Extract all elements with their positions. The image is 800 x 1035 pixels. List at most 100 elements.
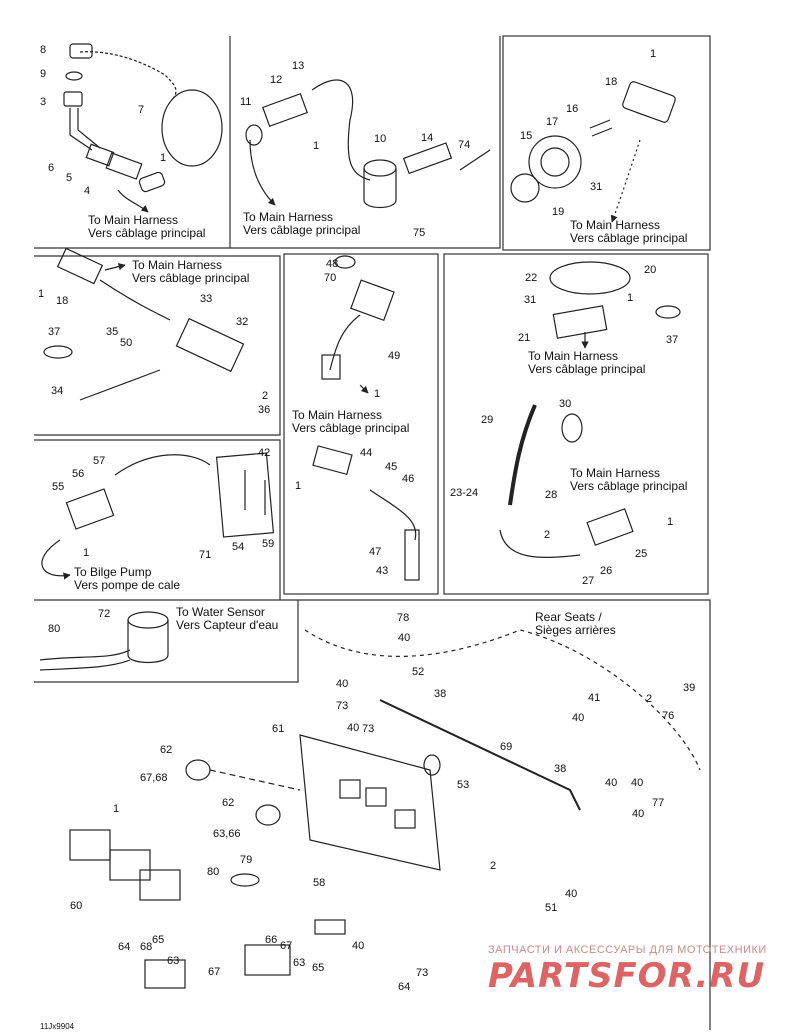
callout-number: 1: [83, 547, 90, 559]
caption-en: To Main Harness: [292, 408, 383, 422]
callout-number: 4: [84, 185, 91, 197]
callout-number: 67: [280, 940, 293, 952]
caption-rear-seats: Rear Seats / Sièges arrières: [535, 611, 616, 637]
callout-number: 18: [605, 76, 618, 88]
wire-23: [499, 529, 581, 559]
callout-number: 2: [490, 860, 497, 872]
caption-main-harness-5: To Main Harness Vers câblage principal: [292, 409, 409, 435]
callout-number: 74: [458, 139, 471, 151]
cap-62b: [255, 804, 281, 826]
caption-main-harness-7: To Main Harness Vers câblage principal: [570, 467, 687, 493]
arrow-c5: [359, 384, 369, 394]
arrow-c2: [249, 139, 276, 206]
bracket-54: [215, 452, 275, 538]
arrow-c1: [117, 189, 149, 213]
bracket-14: [402, 142, 453, 175]
callout-number: 41: [588, 692, 601, 704]
callout-number: 15: [520, 130, 533, 142]
callout-number: 40: [605, 777, 618, 789]
callout-number: 10: [374, 133, 387, 145]
callout-number: 63: [167, 955, 180, 967]
panel-lower-left-border: [34, 439, 281, 600]
callout-number: 63,66: [213, 828, 241, 840]
relay-pack-60c: [139, 869, 181, 901]
callout-number: 40: [565, 888, 578, 900]
caption-en: To Water Sensor: [176, 605, 265, 619]
callout-number: 14: [421, 132, 434, 144]
caption-fr: Vers Capteur d'eau: [176, 618, 279, 632]
panel-top-right-border: [502, 35, 711, 251]
coil-cord: [79, 51, 177, 101]
drawing-relay: [245, 79, 491, 209]
fuse-block-b: [365, 787, 387, 807]
wires-3-6: [69, 108, 101, 151]
callout-number: 62: [222, 797, 235, 809]
callout-number: 60: [70, 900, 83, 912]
callout-number: 18: [56, 295, 69, 307]
callout-number: 65: [152, 934, 165, 946]
caption-en: Rear Seats /: [535, 610, 602, 624]
connector-top: [69, 43, 93, 59]
connector-25: [586, 508, 634, 546]
arrow-c3: [610, 139, 641, 223]
relay-64a: [144, 959, 186, 989]
caption-fr: Vers câblage principal: [570, 231, 688, 245]
callout-number: 40: [336, 678, 349, 690]
connector-5: [85, 143, 115, 167]
callout-number: 12: [270, 74, 283, 86]
callout-number: 48: [326, 258, 339, 270]
arrow-c4: [104, 263, 126, 271]
connector-12: [262, 92, 308, 128]
terminals-16: [589, 119, 613, 137]
drawing-module: [69, 629, 701, 989]
callout-number: 80: [48, 623, 61, 635]
cap-62a: [185, 759, 211, 781]
callout-number: 40: [352, 940, 365, 952]
callout-number: 1: [627, 292, 634, 304]
callout-number: 2: [544, 529, 551, 541]
callout-number: 35: [106, 326, 119, 338]
callout-number: 6: [48, 162, 55, 174]
panel-mid-right-border: [443, 253, 709, 595]
caption-en: To Main Harness: [132, 258, 223, 272]
watermark-tagline: ЗАПЧАСТИ И АКСЕССУАРЫ ДЛЯ МОТОТЕХНИКИ: [488, 944, 767, 956]
callout-number: 77: [652, 797, 665, 809]
fuse-block-a: [339, 779, 361, 799]
tube-47: [369, 489, 417, 541]
callout-number: 67: [208, 966, 221, 978]
lanyard-loop: [161, 89, 223, 167]
panel-water-border: [34, 599, 299, 683]
callout-number: 73: [416, 967, 429, 979]
caption-en: To Main Harness: [528, 349, 619, 363]
callout-number: 36: [258, 404, 271, 416]
callout-number: 39: [683, 682, 696, 694]
drawing-sensor: [312, 255, 420, 581]
callout-number: 1: [295, 480, 302, 492]
callout-number: 30: [559, 398, 572, 410]
callout-number: 5: [66, 172, 73, 184]
connector-55: [65, 488, 115, 530]
callout-number: 21: [518, 332, 531, 344]
module-61: [299, 734, 441, 871]
callout-number: 40: [398, 632, 411, 644]
drawing-switch: [510, 81, 676, 223]
callout-number: 28: [545, 489, 558, 501]
caption-main-harness-4: To Main Harness Vers câblage principal: [132, 259, 249, 285]
sensor-base: [350, 279, 395, 322]
caption-fr: Vers câblage principal: [132, 271, 250, 285]
sensor-44: [312, 445, 353, 476]
callout-number: 34: [51, 385, 64, 397]
caption-water-sensor: To Water Sensor Vers Capteur d'eau: [176, 606, 278, 632]
callout-number: 53: [457, 779, 470, 791]
ring-19: [510, 173, 540, 203]
spacer-53: [423, 754, 441, 776]
callout-number: 45: [385, 461, 398, 473]
callout-number: 1: [38, 288, 45, 300]
wire-49: [329, 314, 361, 371]
callout-number: 1: [374, 388, 381, 400]
callout-number: 1: [667, 516, 674, 528]
callout-number: 20: [644, 264, 657, 276]
callout-number: 67,68: [140, 772, 168, 784]
drawing-horn: [499, 261, 681, 559]
